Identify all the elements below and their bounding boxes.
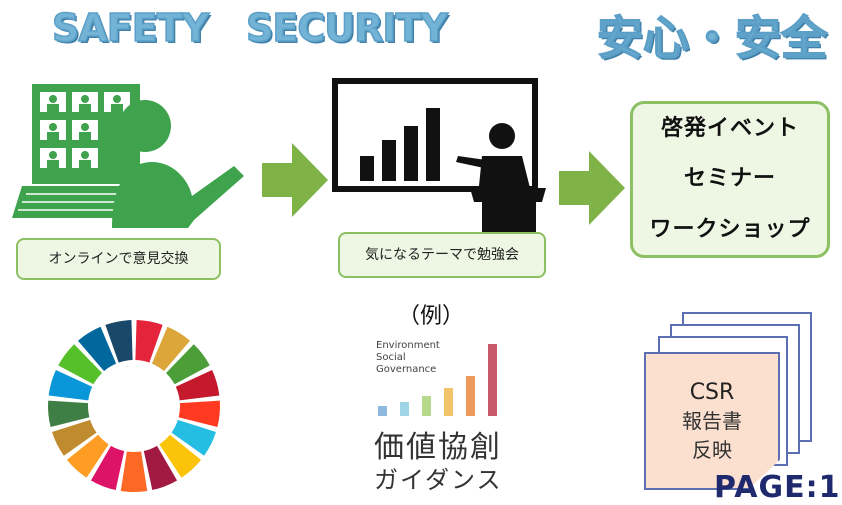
title-japanese: 安心・安全 [596, 10, 828, 66]
esg-line-environment: Environment [376, 340, 440, 351]
csr-report-stack: CSR 報告書 反映 [640, 306, 836, 492]
sdg-wheel-segment [105, 320, 133, 363]
sdg-wheel-segment [135, 320, 163, 363]
sdgs-wheel-icon [44, 318, 224, 498]
csr-report-document: CSR 報告書 反映 [644, 352, 780, 490]
esg-line-social: Social [376, 352, 406, 363]
arrow-right-icon [262, 143, 328, 221]
title-security: SECURITY [245, 5, 448, 51]
presenter-bar-chart-icon [332, 76, 562, 246]
sdg-wheel-segment [175, 369, 220, 401]
example-label: （例） [398, 304, 465, 329]
csr-line-3: 反映 [692, 437, 732, 462]
sdg-wheel-segment [159, 434, 202, 478]
sdg-wheel-segment [48, 369, 93, 401]
sdg-wheel-segment [165, 344, 210, 385]
step2-label: 気になるテーマで勉強会 [338, 232, 546, 278]
step1-label: オンラインで意見交換 [16, 238, 221, 280]
sdg-wheel-segment [120, 451, 148, 492]
sdg-wheel-segment [171, 419, 216, 456]
esg-guidance: Environment Social Governance 価値協創 ガイダンス [372, 338, 522, 494]
sdg-wheel-segment [143, 445, 178, 491]
event-line-3: ワークショップ [649, 216, 811, 242]
sdg-wheel-segment [52, 419, 97, 456]
sdg-wheel-segment [66, 434, 109, 478]
csr-line-1: CSR [689, 379, 735, 405]
page-label: PAGE:1 [714, 470, 841, 505]
event-line-1: 啓発イベント [660, 115, 799, 141]
sdg-wheel-segment [151, 326, 191, 372]
sdg-wheel-segment [77, 326, 117, 372]
event-box: 啓発イベント セミナー ワークショップ [630, 101, 830, 258]
sdg-wheel-segment [47, 400, 90, 428]
csr-line-2: 報告書 [682, 408, 742, 433]
video-conference-person-icon [12, 78, 252, 238]
sdg-wheel-segment [178, 400, 220, 428]
arrow-right-icon [559, 151, 625, 229]
esg-line-governance: Governance [376, 364, 437, 375]
esg-subtitle: ガイダンス [374, 466, 503, 494]
title-safety: SAFETY [51, 5, 210, 51]
esg-title: 価値協創 [374, 430, 502, 465]
esg-bars-icon [378, 344, 497, 416]
sdg-wheel-segment [90, 445, 125, 491]
sdg-wheel-segment [58, 344, 103, 385]
event-line-2: セミナー [683, 166, 776, 192]
